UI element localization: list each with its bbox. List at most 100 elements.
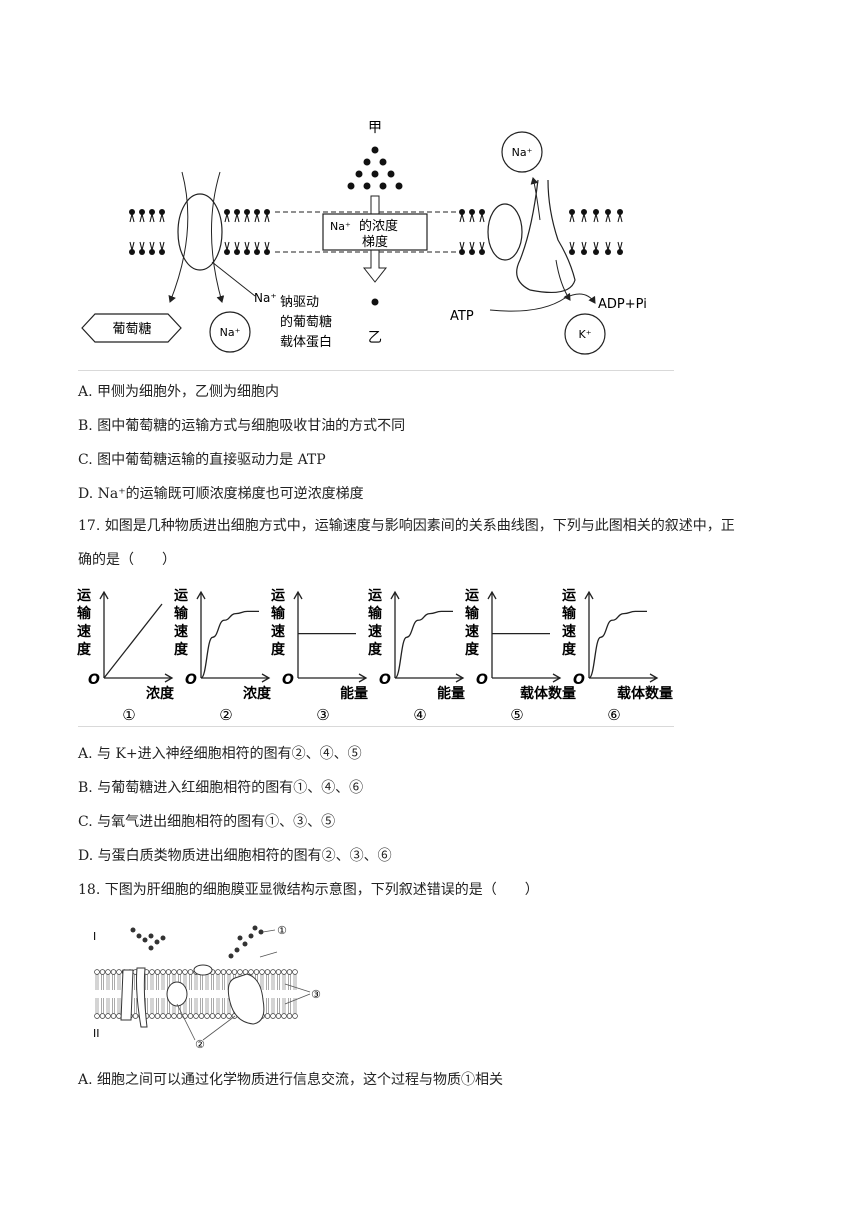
y-axis-label-char: 速 xyxy=(271,623,285,640)
lipid-head xyxy=(259,969,265,975)
chart-number: ② xyxy=(219,706,232,724)
lipid-head xyxy=(248,969,254,975)
q17-option-c: C. 与氧气进出细胞相符的图有①、③、⑤ xyxy=(78,814,336,830)
y-axis-label-char: 运 xyxy=(562,588,576,604)
solute-dot-inside xyxy=(371,298,379,306)
lipid-head xyxy=(220,1013,227,1019)
carrier-line3: 载体蛋白 xyxy=(280,334,332,350)
rate-charts: 运输速度O浓度①运输速度O浓度②运输速度O能量③运输速度O能量④运输速度O载体数… xyxy=(77,588,673,724)
y-axis-label-char: 输 xyxy=(77,605,92,622)
lipid-head xyxy=(160,1013,166,1019)
lipid-head xyxy=(154,969,161,975)
y-axis-label-char: 度 xyxy=(562,641,577,658)
q17-stem-line2: 确的是（ ） xyxy=(78,552,176,568)
lipid-tail xyxy=(194,974,198,990)
origin-label: O xyxy=(88,672,100,688)
divider xyxy=(78,370,674,371)
data-line xyxy=(394,610,453,679)
lipid-tail xyxy=(161,974,165,990)
lipid-tail xyxy=(200,974,203,990)
lipid-bilayer-left xyxy=(128,208,271,256)
na-ion-out-circle xyxy=(501,131,543,173)
lipid-tail xyxy=(277,974,280,990)
lipid-head xyxy=(286,1013,293,1019)
chart-number: ④ xyxy=(413,706,426,724)
lipid-head xyxy=(292,1013,298,1019)
k-ion-circle xyxy=(564,313,606,355)
y-axis-arrow xyxy=(196,590,206,600)
y-axis-label-char: 度 xyxy=(174,641,189,658)
lipid-head xyxy=(176,1013,183,1019)
lipid-tail xyxy=(282,974,286,990)
y-axis-label-char: 运 xyxy=(174,588,188,604)
na-ion-circle xyxy=(209,311,251,353)
y-axis-label-char: 度 xyxy=(77,641,92,658)
x-axis-arrow xyxy=(164,673,174,683)
x-axis-label: 载体数量 xyxy=(617,685,673,702)
atp-label: ATP xyxy=(450,309,474,324)
y-axis-label-char: 运 xyxy=(368,588,382,604)
label-jia: 甲 xyxy=(368,120,382,136)
y-axis-label-char: 度 xyxy=(271,641,286,658)
y-axis-label-char: 运 xyxy=(77,588,91,604)
lipid-head xyxy=(270,969,276,975)
lipid-head xyxy=(204,1013,210,1019)
lipid-head xyxy=(237,969,243,975)
q17-stem-line1: 17. 如图是几种物质进出细胞方式中，运输速度与影响因素间的关系曲线图，下列与此… xyxy=(78,518,735,534)
lipid-head xyxy=(105,969,111,975)
lipid-head xyxy=(215,969,221,975)
lipid-head xyxy=(253,969,260,975)
y-axis-label-char: 输 xyxy=(368,605,383,622)
lipid-tail xyxy=(194,998,198,1014)
glucose-label: 葡萄糖 xyxy=(112,321,151,337)
lipid-head xyxy=(198,1013,205,1019)
lipid-head xyxy=(176,969,183,975)
q16-option-d: D. Na⁺的运输既可顺浓度梯度也可逆浓度梯度 xyxy=(78,486,364,502)
lipid-head xyxy=(275,1013,282,1019)
cell-membrane-figure: I II ① ③ ② xyxy=(93,924,321,1051)
lipid-tail xyxy=(282,998,286,1014)
lipid-head xyxy=(171,1013,177,1019)
lipid-head xyxy=(187,1013,194,1019)
lipid-tail xyxy=(222,974,225,990)
y-axis-label-char: 运 xyxy=(271,588,285,604)
membrane-transport-figure: 葡萄糖 Na⁺ Na⁺ 钠驱动 的葡萄糖 载体蛋白 甲 Na⁺ 的浓度 梯度 乙… xyxy=(81,120,647,355)
lipid-head xyxy=(226,1013,232,1019)
lipid-head xyxy=(281,969,287,975)
lipid-tail xyxy=(205,974,209,990)
side-bottom-label: II xyxy=(93,1027,100,1040)
lipid-tail xyxy=(95,998,99,1014)
lipid-tail xyxy=(189,974,192,990)
lipid-tail xyxy=(211,998,214,1014)
lipid-tail xyxy=(266,974,269,990)
chart-number: ① xyxy=(122,706,135,724)
lipid-tail xyxy=(106,974,110,990)
lipid-head xyxy=(110,969,117,975)
carrier-na-label: Na⁺ xyxy=(254,291,277,305)
lipid-head xyxy=(275,969,282,975)
na-ion-out-label: Na⁺ xyxy=(512,146,533,159)
lipid-tail xyxy=(200,998,203,1014)
lipid-head xyxy=(105,1013,111,1019)
divider xyxy=(78,726,674,727)
sodium-potassium-pump xyxy=(487,177,596,312)
lipid-head xyxy=(149,969,155,975)
origin-label: O xyxy=(476,672,488,688)
x-axis-label: 能量 xyxy=(437,685,465,702)
lipid-tail xyxy=(189,998,192,1014)
lipid-head xyxy=(171,969,177,975)
lipid-tail xyxy=(161,998,165,1014)
lipid-head xyxy=(149,1013,155,1019)
lipid-tail xyxy=(216,998,220,1014)
lipid-head xyxy=(182,969,188,975)
data-line xyxy=(103,603,163,679)
lipid-tail xyxy=(134,998,137,1014)
x-axis-arrow xyxy=(455,673,465,683)
lipid-head xyxy=(215,1013,221,1019)
y-axis-arrow xyxy=(584,590,594,600)
glycoprotein-chains xyxy=(130,925,264,959)
y-axis-label-char: 速 xyxy=(465,623,479,640)
